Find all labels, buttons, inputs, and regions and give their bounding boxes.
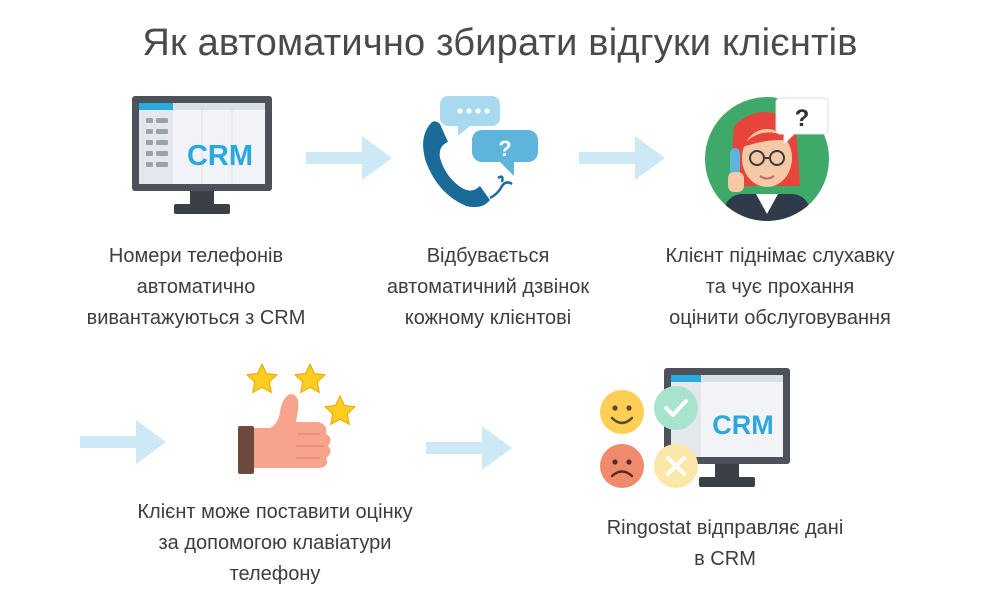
- step-1-line-1: Номери телефонів: [46, 241, 346, 272]
- page-title: Як автоматично збирати відгуки клієнтів: [0, 22, 1000, 65]
- step-1-line-3: вивантажуються з CRM: [46, 303, 346, 334]
- step-5-line-1: Ringostat відправляє дані: [565, 513, 885, 544]
- crm-label: CRM: [187, 140, 253, 172]
- step-5-line-2: в CRM: [565, 544, 885, 575]
- arrow-right-icon: [579, 136, 665, 180]
- step-5-caption: Ringostat відправляє дані в CRM: [565, 513, 885, 575]
- step-3-caption: Клієнт піднімає слухавку та чує прохання…: [630, 241, 930, 334]
- question-mark: ?: [795, 105, 810, 132]
- step-1-line-2: автоматично: [46, 272, 346, 303]
- step-2-line-3: кожному клієнтові: [338, 303, 638, 334]
- step-2-caption: Відбувається автоматичний дзвінок кожном…: [338, 241, 638, 334]
- step-3-line-2: та чує прохання: [630, 272, 930, 303]
- step-4-line-1: Клієнт може поставити оцінку: [95, 497, 455, 528]
- arrow-right-icon: [306, 136, 392, 180]
- question-mark: ?: [498, 136, 511, 161]
- rating-crm-icon: CRM: [598, 368, 794, 494]
- thumbs-up-stars-icon: [236, 362, 360, 482]
- step-3-line-3: оцінити обслуговування: [630, 303, 930, 334]
- customer-avatar-icon: ?: [704, 96, 834, 224]
- crm-monitor-icon: CRM: [132, 96, 276, 222]
- step-2-line-1: Відбувається: [338, 241, 638, 272]
- step-3-line-1: Клієнт піднімає слухавку: [630, 241, 930, 272]
- step-4-caption: Клієнт може поставити оцінку за допомого…: [95, 497, 455, 590]
- step-4-line-3: телефону: [95, 559, 455, 590]
- arrow-right-icon: [426, 426, 512, 470]
- crm-label: CRM: [712, 410, 774, 440]
- step-2-line-2: автоматичний дзвінок: [338, 272, 638, 303]
- step-4-line-2: за допомогою клавіатури: [95, 528, 455, 559]
- phone-call-icon: ?: [414, 92, 544, 214]
- step-1-caption: Номери телефонів автоматично вивантажуют…: [46, 241, 346, 334]
- arrow-right-icon: [80, 420, 166, 464]
